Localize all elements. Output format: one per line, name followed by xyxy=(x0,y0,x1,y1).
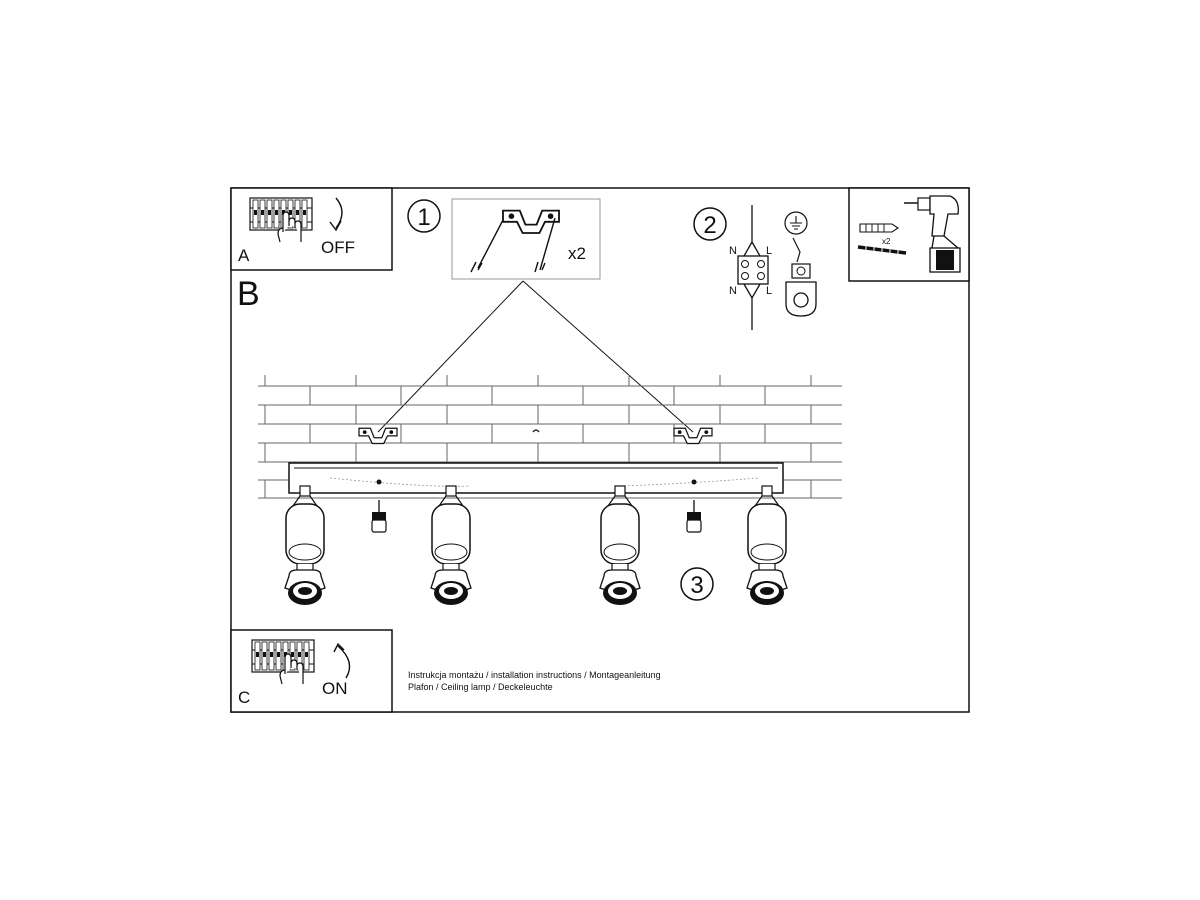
spotlight-icon xyxy=(599,485,641,606)
step-1-number: 1 xyxy=(417,204,430,231)
panel-c-letter: C xyxy=(238,688,250,707)
tools-quantity: x2 xyxy=(882,237,891,246)
step-1: 1 x2 xyxy=(407,198,601,280)
sheet-frame xyxy=(230,187,970,713)
live-label: L xyxy=(766,285,772,297)
caption-line-2: Plafon / Ceiling lamp / Deckeleuchte xyxy=(408,682,553,692)
drill-icon xyxy=(904,195,961,273)
cable-outlet-icon xyxy=(532,429,540,433)
arrow-up-icon xyxy=(333,642,351,679)
step-3-circle xyxy=(680,567,714,601)
screw-icon xyxy=(470,219,504,273)
panel-a-letter: A xyxy=(238,246,250,265)
step-2-circle xyxy=(693,207,727,241)
screw-icon xyxy=(534,217,556,273)
mounting-screw-icon xyxy=(371,500,387,533)
brick-wall xyxy=(258,375,842,499)
neutral-label: N xyxy=(729,245,737,257)
terminal-block-icon xyxy=(737,205,769,330)
tools-panel: x2 xyxy=(848,187,970,282)
panel-b-letter: B xyxy=(237,275,260,313)
spotlight-icon xyxy=(746,485,788,606)
screw-icon xyxy=(857,245,907,256)
step-2-number: 2 xyxy=(703,212,716,239)
live-label: L xyxy=(766,245,772,257)
guide-lines xyxy=(377,280,694,433)
wall-bracket-left xyxy=(358,427,398,445)
panel-c: C ON xyxy=(230,629,393,713)
neutral-label: N xyxy=(729,285,737,297)
wall-plug-icon xyxy=(859,223,899,233)
step-2: 2 N L N L xyxy=(693,205,817,330)
arrow-down-icon xyxy=(329,197,343,232)
spotlight-icon xyxy=(284,485,326,606)
panel-c-action: ON xyxy=(322,679,348,698)
spotlight-icon xyxy=(430,485,472,606)
panel-a: A OFF xyxy=(230,187,393,271)
panel-a-action: OFF xyxy=(321,238,355,257)
step-3-number: 3 xyxy=(690,572,703,599)
mounting-screw-icon xyxy=(686,500,702,533)
ground-terminal-icon xyxy=(785,263,817,317)
step-1-box xyxy=(451,198,601,280)
step-1-circle xyxy=(407,199,441,233)
caption-line-1: Instrukcja montażu / installation instru… xyxy=(408,670,661,680)
wall-bracket-right xyxy=(673,427,713,445)
ground-icon xyxy=(784,211,808,235)
mounting-bar xyxy=(288,462,784,494)
step-1-quantity: x2 xyxy=(568,244,586,263)
